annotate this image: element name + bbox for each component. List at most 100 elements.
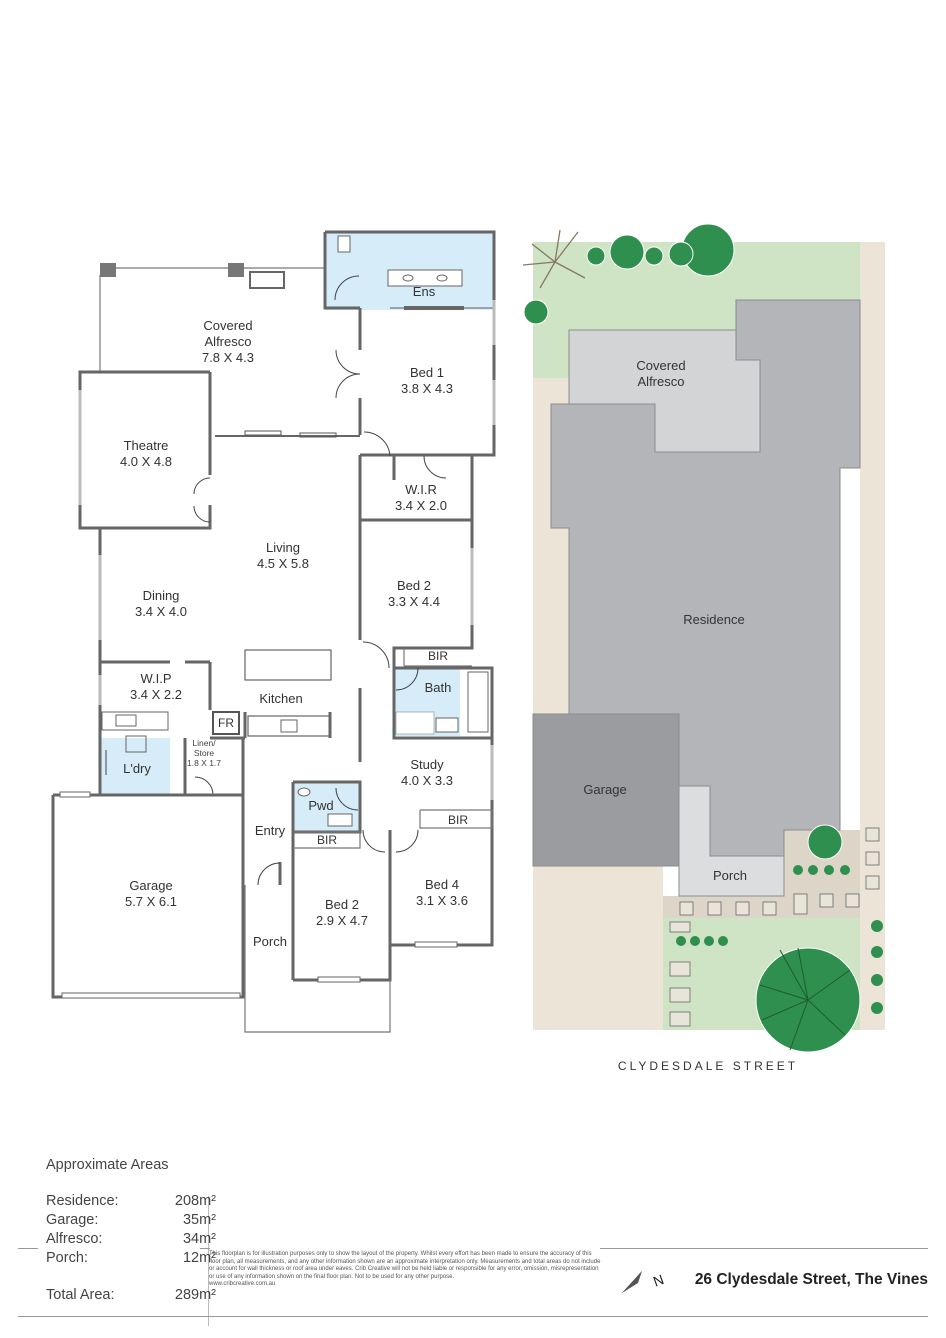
area-row: Alfresco: 34m² (46, 1231, 216, 1250)
shrub-icon (871, 946, 883, 958)
stepping-stones (669, 827, 880, 1027)
property-address: 26 Clydesdale Street, The Vines (694, 1271, 928, 1288)
bbq-unit (249, 271, 285, 289)
areas-heading: Approximate Areas (46, 1157, 169, 1173)
disclaimer: This floorplan is for illustration purpo… (209, 1251, 601, 1289)
shrub-icon (704, 936, 714, 946)
front-door (257, 862, 281, 886)
pwd-door (335, 787, 359, 811)
area-row: Residence: 208m² (46, 1193, 216, 1212)
toilet (337, 235, 351, 253)
laundry-appliance (125, 735, 147, 753)
area-value: 12m² (182, 1250, 216, 1266)
basin (436, 274, 448, 282)
tree-icon (609, 234, 645, 270)
kitchen-bench (247, 715, 331, 737)
fridge-label: FR (218, 716, 234, 730)
pwd-vanity (327, 813, 353, 827)
site-label-residence: Residence (683, 612, 744, 627)
bir-bed2l (293, 831, 361, 849)
shrub-icon (676, 936, 686, 946)
wall-theatre (78, 370, 212, 530)
wir-door (363, 431, 391, 457)
sliding-door (299, 432, 337, 438)
room-label-entry: Entry (255, 823, 286, 838)
pwd-toilet (297, 787, 311, 797)
divider (208, 1196, 209, 1326)
palm-tree-icon (522, 229, 586, 289)
shrub-icon (871, 1002, 883, 1014)
large-tree-branches (759, 947, 851, 1051)
tree-icon (807, 824, 843, 860)
vanity (387, 269, 463, 287)
porch-footprint (678, 785, 785, 897)
theatre-door (193, 477, 211, 523)
shrub-icon (793, 865, 803, 875)
approximate-areas: Approximate Areas Residence: 208m² Garag… (46, 1157, 216, 1306)
bath-vanity (435, 717, 459, 733)
trees (522, 223, 883, 1053)
bir-label: BIR (428, 649, 448, 663)
side-verge (860, 242, 885, 1030)
alfresco-footprint (568, 329, 761, 453)
room-label-bath: Bath (425, 680, 452, 695)
shrub-icon (871, 974, 883, 986)
porch-outline (244, 885, 391, 1033)
shrub-icon (871, 920, 883, 932)
garage-window (59, 791, 91, 798)
divider (18, 1316, 928, 1317)
wall-wir (358, 455, 474, 522)
tree-icon (644, 246, 664, 266)
room-label-kitchen: Kitchen (259, 691, 302, 706)
area-value: 34m² (182, 1231, 216, 1247)
bed1-door (335, 349, 361, 399)
street-name: CLYDESDALE STREET (618, 1059, 798, 1073)
cooktop (280, 719, 298, 733)
area-row: Garage: 35m² (46, 1212, 216, 1231)
laundry-tiles (100, 738, 170, 794)
room-label-laundry: L'dry (123, 761, 151, 776)
site-label-garage: Garage (583, 782, 626, 797)
shower (395, 711, 435, 735)
shrub-icon (824, 865, 834, 875)
tree-icon (668, 241, 694, 267)
area-total-row: Total Area: 289m² (46, 1287, 216, 1306)
garage-footprint (532, 713, 680, 867)
area-label: Alfresco: (46, 1231, 103, 1247)
front-verge (533, 866, 663, 1030)
sliding-door (244, 430, 282, 436)
area-label: Garage: (46, 1212, 99, 1228)
divider (600, 1248, 928, 1249)
ensuite-window (404, 306, 464, 310)
site-label-porch: Porch (713, 868, 747, 883)
shrub-icon (690, 936, 700, 946)
laundry-trough (115, 714, 137, 727)
area-row: Porch: 12m² (46, 1250, 216, 1269)
shrub-icon (808, 865, 818, 875)
bathtub (467, 671, 489, 733)
garage-door (61, 992, 241, 999)
linen-door (194, 776, 214, 796)
shrub-icon (840, 865, 850, 875)
area-value: 35m² (182, 1212, 216, 1228)
room-label-powder: Pwd (308, 798, 333, 813)
bath-door (395, 667, 419, 691)
wall-garage (51, 793, 245, 999)
tree-icon (586, 246, 606, 266)
alfresco-pillar (100, 263, 116, 277)
alfresco-pillar (228, 263, 244, 277)
fridge-space (212, 711, 240, 735)
divider (200, 1248, 210, 1249)
shrub-icon (718, 936, 728, 946)
